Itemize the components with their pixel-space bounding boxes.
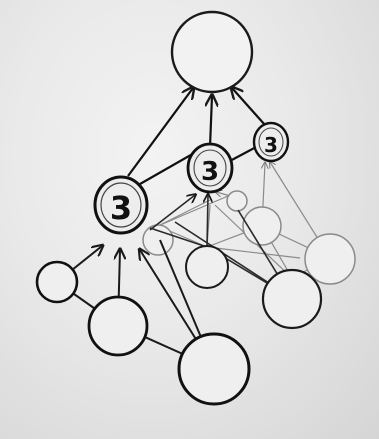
node-b-label: 3: [201, 157, 219, 187]
output-node: [170, 10, 254, 94]
labeled-node-a: 3: [93, 175, 149, 235]
input-node-2: [87, 295, 149, 357]
top-arrows: [127, 88, 266, 185]
middle-node-1: [185, 245, 229, 289]
labeled-node-c: 3: [252, 121, 290, 163]
input-node-3: [177, 332, 251, 406]
input-node-1: [35, 260, 79, 304]
node-c-label: 3: [264, 133, 278, 157]
node-a-label: 3: [110, 189, 132, 227]
labeled-node-b: 3: [186, 142, 234, 194]
faint-nodes: [142, 190, 356, 285]
middle-node-2: [261, 268, 323, 330]
faint-node-1: [142, 224, 174, 256]
faint-node-2: [242, 206, 282, 246]
faint-node-3: [304, 233, 356, 285]
faint-node-4: [226, 190, 248, 212]
